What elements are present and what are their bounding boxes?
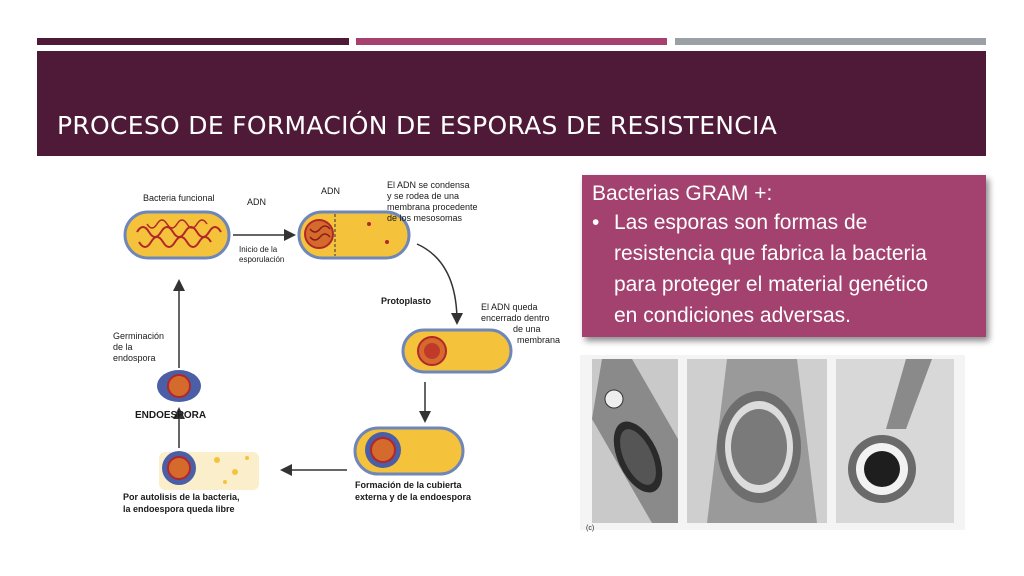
released-endospore bbox=[159, 451, 259, 490]
slide-title: PROCESO DE FORMACIÓN DE ESPORAS DE RESIS… bbox=[57, 111, 778, 140]
accent-band-1 bbox=[37, 38, 349, 45]
label-encerrado-4: membrana bbox=[517, 335, 560, 345]
label-bacteria-funcional: Bacteria funcional bbox=[143, 193, 215, 203]
bullet-line-1: Las esporas son formas de bbox=[614, 211, 868, 234]
label-adn-1: ADN bbox=[247, 197, 266, 207]
arrow-2 bbox=[416, 243, 463, 325]
micrograph-1 bbox=[592, 359, 678, 523]
title-bar: PROCESO DE FORMACIÓN DE ESPORAS DE RESIS… bbox=[37, 51, 986, 156]
label-formacion-2: externa y de la endoespora bbox=[355, 492, 472, 502]
accent-band-2 bbox=[356, 38, 667, 45]
label-germinacion-1: Germinación bbox=[113, 331, 164, 341]
label-encerrado-1: El ADN queda bbox=[481, 302, 538, 312]
bullet-line-2: resistencia que fabrica la bacteria bbox=[614, 242, 927, 265]
gram-positive-callout: Bacterias GRAM +: • Las esporas son form… bbox=[582, 175, 986, 337]
functional-bacterium bbox=[123, 210, 231, 260]
accent-band-3 bbox=[675, 38, 986, 45]
label-condensa-2: y se rodea de una bbox=[387, 191, 459, 201]
label-condensa-4: de los mesosomas bbox=[387, 213, 463, 223]
callout-bullet-text: Las esporas son formas de resistencia qu… bbox=[614, 207, 928, 331]
label-germinacion-2: de la bbox=[113, 342, 133, 352]
label-condensa-3: membrana procedente bbox=[387, 202, 478, 212]
label-germinacion-3: endospora bbox=[113, 353, 156, 363]
micrograph-2 bbox=[687, 359, 827, 523]
callout-heading: Bacterias GRAM +: bbox=[592, 182, 773, 205]
label-protoplasto: Protoplasto bbox=[381, 296, 432, 306]
label-condensa-1: El ADN se condensa bbox=[387, 180, 470, 190]
cover-forming-bacterium bbox=[353, 426, 465, 476]
label-inicio-2: esporulación bbox=[239, 255, 284, 264]
label-autolisis-1: Por autolisis de la bacteria, bbox=[123, 492, 240, 502]
label-adn-2: ADN bbox=[321, 186, 340, 196]
bullet-line-3: para proteger el material genético bbox=[614, 273, 929, 296]
bullet-marker: • bbox=[592, 211, 600, 234]
label-autolisis-2: la endoespora queda libre bbox=[123, 504, 235, 514]
callout-bullet: • Las esporas son formas de resistencia … bbox=[592, 207, 974, 331]
endospore bbox=[157, 370, 201, 402]
label-encerrado-2: encerrado dentro bbox=[481, 313, 550, 323]
label-encerrado-3: de una bbox=[513, 324, 541, 334]
bullet-line-4: en condiciones adversas. bbox=[614, 304, 851, 327]
label-formacion-1: Formación de la cubierta bbox=[355, 480, 463, 490]
micrograph-panel: (c) bbox=[580, 355, 965, 532]
panel-label: (c) bbox=[586, 525, 595, 532]
micrograph-3 bbox=[836, 359, 954, 523]
protoplast-bacterium bbox=[401, 328, 513, 374]
sporulation-diagram: Bacteria funcional ADN Inicio de la espo… bbox=[113, 180, 560, 514]
label-inicio-1: Inicio de la bbox=[239, 245, 278, 254]
condensing-bacterium bbox=[297, 210, 411, 260]
label-endoespora: ENDOESPORA bbox=[135, 410, 206, 421]
